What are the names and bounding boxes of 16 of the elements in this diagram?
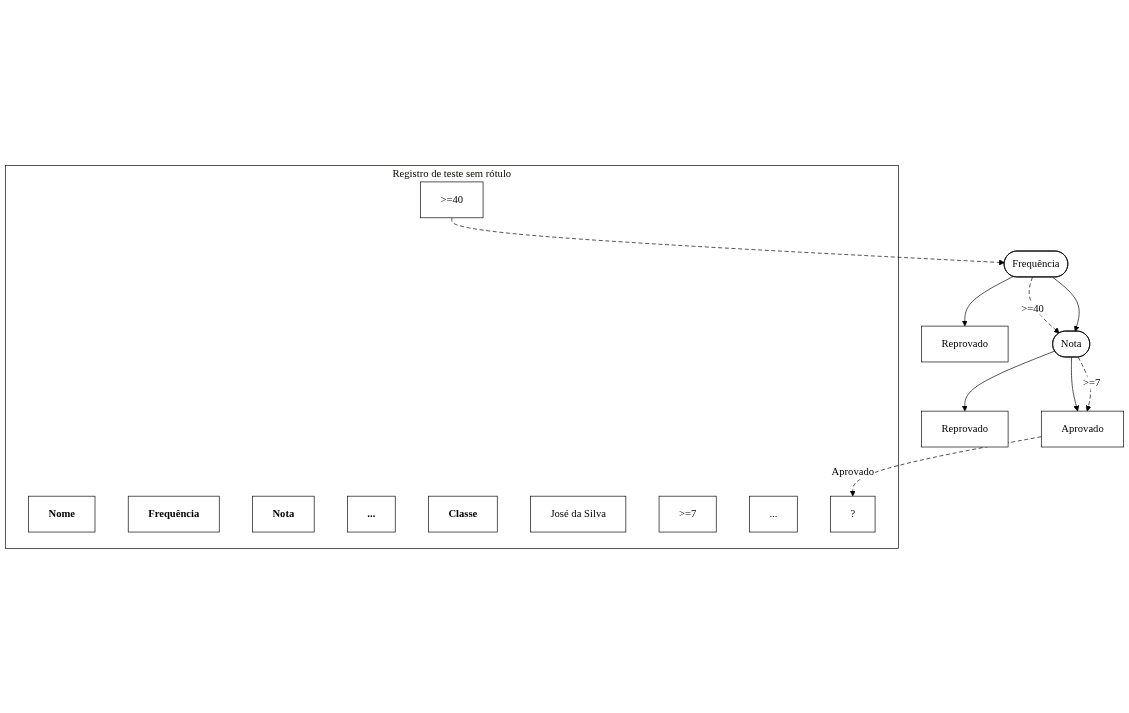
node-box: Aprovado (1041, 410, 1124, 447)
node-box: ? (830, 495, 876, 532)
edge-label: >=40 (1021, 302, 1044, 314)
node-box: Frequência (127, 495, 220, 532)
node-box: Classe (428, 495, 498, 532)
node-box: >=40 (420, 181, 484, 218)
node-box: >=7 (658, 495, 717, 532)
edge-label: Aprovado (831, 465, 875, 477)
node-box: ... (347, 495, 396, 532)
node-box: ... (749, 495, 798, 532)
node-box: Reprovado (921, 325, 1009, 362)
node-box: Reprovado (921, 410, 1009, 447)
edge-label: >=7 (1083, 376, 1101, 388)
node-box: José da Silva (530, 495, 627, 532)
node-box: Nota (252, 495, 315, 532)
node-box: Nome (28, 495, 96, 532)
